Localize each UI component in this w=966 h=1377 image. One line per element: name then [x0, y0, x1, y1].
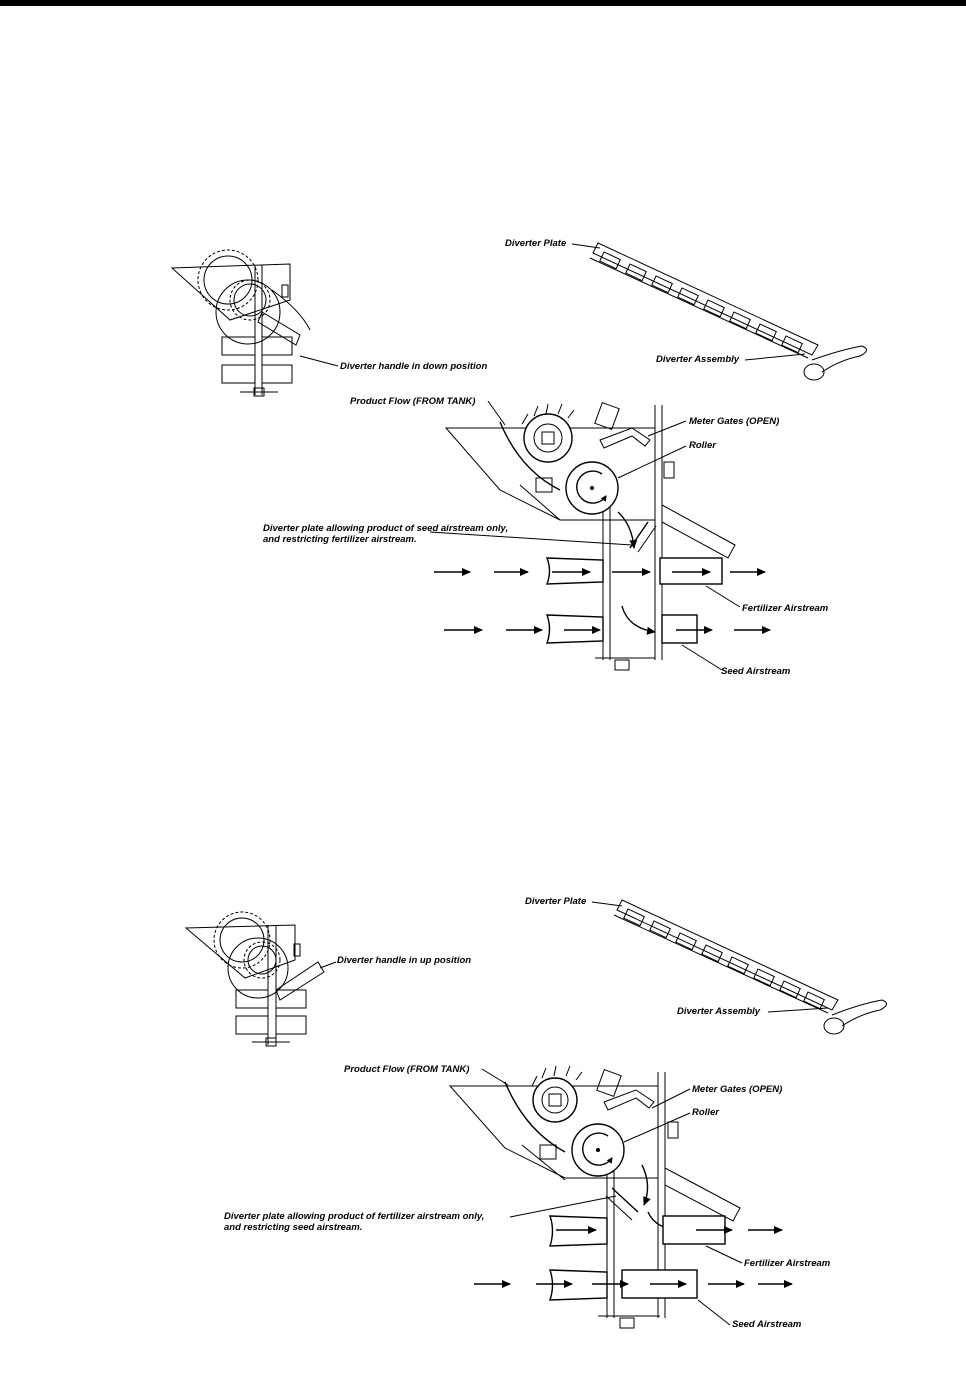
label-diverter-handle: Diverter handle in up position: [337, 955, 471, 966]
leaders-1: [299, 243, 806, 671]
label-roller: Roller: [689, 440, 717, 451]
label-diverter-assembly: Diverter Assembly: [656, 354, 740, 365]
label-seed-airstream: Seed Airstream: [721, 666, 791, 677]
label-diverter-plate: Diverter Plate: [505, 238, 567, 249]
diverter-handle-icon: [811, 345, 867, 373]
label-note-line1: Diverter plate allowing product of seed …: [263, 523, 508, 534]
label-product-flow: Product Flow (FROM TANK): [344, 1064, 469, 1075]
sprocket-large-icon: [219, 917, 265, 963]
sprocket-icon: [532, 1077, 578, 1123]
diagram-2: Diverter Plate Diverter Assembly Diverte…: [184, 896, 887, 1330]
label-fertilizer-airstream: Fertilizer Airstream: [742, 603, 829, 614]
leaders-2: [319, 901, 829, 1326]
diverter-plate-part-1: [589, 242, 867, 381]
label-diverter-assembly: Diverter Assembly: [677, 1006, 761, 1017]
label-meter-gates: Meter Gates (OPEN): [689, 416, 779, 427]
label-meter-gates: Meter Gates (OPEN): [692, 1084, 782, 1095]
label-note-line1: Diverter plate allowing product of ferti…: [224, 1211, 484, 1222]
sprocket-small-icon: [233, 283, 267, 317]
meter-section-1: [434, 401, 771, 671]
label-note-line2: and restricting seed airstream.: [224, 1222, 362, 1233]
label-roller: Roller: [692, 1107, 720, 1118]
label-product-flow: Product Flow (FROM TANK): [350, 396, 475, 407]
top-rule: [0, 0, 966, 6]
label-diverter-handle: Diverter handle in down position: [340, 361, 487, 372]
meter-section-2: [448, 1065, 793, 1329]
diagram-1: Diverter Plate Diverter Assembly Diverte…: [170, 238, 867, 677]
label-diverter-plate: Diverter Plate: [525, 896, 587, 907]
overview-sketch-1: [170, 249, 311, 397]
diverter-handle-icon: [831, 999, 887, 1027]
label-note-line2: and restricting fertilizer airstream.: [263, 534, 417, 545]
diverter-plate-part-2: [613, 899, 887, 1035]
label-seed-airstream: Seed Airstream: [732, 1319, 802, 1330]
product-flow-arrow: [504, 1081, 566, 1153]
label-fertilizer-airstream: Fertilizer Airstream: [744, 1258, 831, 1269]
product-flow-arrow: [499, 421, 561, 491]
overview-sketch-2: [184, 911, 325, 1047]
sprocket-icon: [523, 413, 573, 463]
